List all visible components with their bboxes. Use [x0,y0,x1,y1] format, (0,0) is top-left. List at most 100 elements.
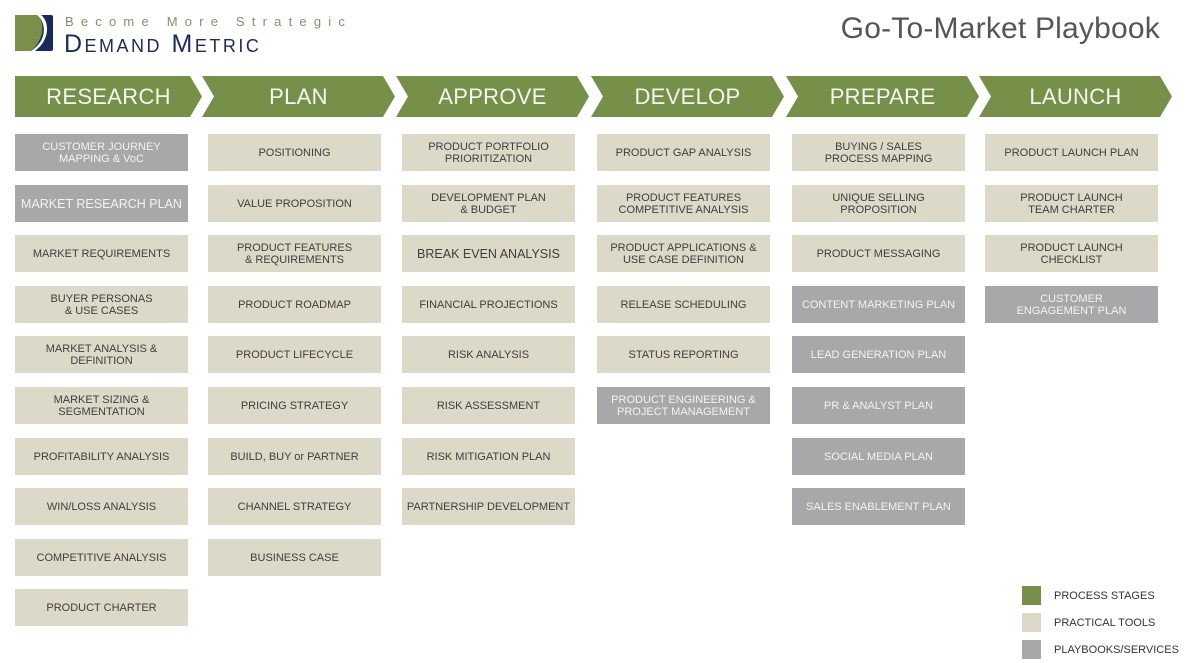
tool-card[interactable]: BREAK EVEN ANALYSIS [402,235,575,272]
legend-item-playbooks-services: PLAYBOOKS/SERVICES [1022,636,1179,663]
tool-card[interactable]: PRODUCT ROADMAP [208,286,381,323]
logo-tagline: Become More Strategic [65,14,353,29]
tool-card[interactable]: PARTNERSHIP DEVELOPMENT [402,488,575,525]
playbook-card[interactable]: PRODUCT ENGINEERING & PROJECT MANAGEMENT [597,387,770,424]
tool-card[interactable]: RISK ANALYSIS [402,336,575,373]
stage-label: APPROVE [438,83,547,109]
card-label: RISK ASSESSMENT [436,399,541,412]
stage-plan[interactable]: PLAN [202,76,395,117]
tool-card[interactable]: BUSINESS CASE [208,539,381,576]
card-label: PROFITABILITY ANALYSIS [33,450,170,463]
card-label: SOCIAL MEDIA PLAN [823,450,934,463]
tool-card[interactable]: BUYING / SALES PROCESS MAPPING [792,134,965,171]
card-label: PRODUCT GAP ANALYSIS [615,146,752,159]
card-label: LEAD GENERATION PLAN [810,348,947,361]
tool-card[interactable]: BUYER PERSONAS & USE CASES [15,286,188,323]
tool-card[interactable]: CHANNEL STRATEGY [208,488,381,525]
tool-card[interactable]: PRODUCT LIFECYCLE [208,336,381,373]
card-label: FINANCIAL PROJECTIONS [419,298,558,311]
card-label: STATUS REPORTING [628,348,739,361]
card-label: MARKET RESEARCH PLAN [21,196,182,211]
tool-card[interactable]: BUILD, BUY or PARTNER [208,438,381,475]
tool-card[interactable]: WIN/LOSS ANALYSIS [15,488,188,525]
card-label: UNIQUE SELLING PROPOSITION [832,191,925,216]
stage-label: PLAN [269,83,328,109]
legend-item-process-stages: PROCESS STAGES [1022,582,1179,609]
tool-card[interactable]: PRODUCT FEATURES COMPETITIVE ANALYSIS [597,185,770,222]
card-label: VALUE PROPOSITION [237,197,352,210]
playbook-card[interactable]: PR & ANALYST PLAN [792,387,965,424]
stage-approve[interactable]: APPROVE [396,76,589,117]
card-label: SALES ENABLEMENT PLAN [806,500,951,513]
stage-prepare[interactable]: PREPARE [786,76,979,117]
tool-card[interactable]: PROFITABILITY ANALYSIS [15,438,188,475]
card-label: PRODUCT MESSAGING [816,247,941,260]
card-label: PR & ANALYST PLAN [823,399,934,412]
legend-item-practical-tools: PRACTICAL TOOLS [1022,609,1179,636]
card-label: POSITIONING [258,146,331,159]
tool-card[interactable]: DEVELOPMENT PLAN & BUDGET [402,185,575,222]
tool-card[interactable]: COMPETITIVE ANALYSIS [15,539,188,576]
card-label: PARTNERSHIP DEVELOPMENT [406,500,571,513]
card-label: PRODUCT FEATURES & REQUIREMENTS [236,241,353,266]
legend-swatch [1022,613,1041,632]
tool-card[interactable]: PRODUCT LAUNCH PLAN [985,134,1158,171]
logo-name: Demand Metric [64,30,262,58]
card-label: CHANNEL STRATEGY [237,500,352,513]
tool-card[interactable]: PRODUCT GAP ANALYSIS [597,134,770,171]
playbook-card[interactable]: LEAD GENERATION PLAN [792,336,965,373]
stage-label: DEVELOP [634,83,741,109]
card-label: RISK MITIGATION PLAN [426,450,551,463]
card-label: CUSTOMER JOURNEY MAPPING & VoC [42,140,161,165]
playbook-card[interactable]: CUSTOMER JOURNEY MAPPING & VoC [15,134,188,171]
tool-card[interactable]: RELEASE SCHEDULING [597,286,770,323]
card-label: PRODUCT APPLICATIONS & USE CASE DEFINITI… [610,241,757,266]
tool-card[interactable]: MARKET ANALYSIS & DEFINITION [15,336,188,373]
card-label: BUYER PERSONAS & USE CASES [50,292,153,317]
tool-card[interactable]: STATUS REPORTING [597,336,770,373]
playbook-card[interactable]: MARKET RESEARCH PLAN [15,185,188,222]
tool-card[interactable]: PRODUCT LAUNCH TEAM CHARTER [985,185,1158,222]
tool-card[interactable]: POSITIONING [208,134,381,171]
tool-card[interactable]: PRODUCT PORTFOLIO PRIORITIZATION [402,134,575,171]
stage-launch[interactable]: LAUNCH [979,76,1172,117]
legend: PROCESS STAGES PRACTICAL TOOLS PLAYBOOKS… [1022,582,1179,663]
tool-card[interactable]: UNIQUE SELLING PROPOSITION [792,185,965,222]
playbook-card[interactable]: SALES ENABLEMENT PLAN [792,488,965,525]
stage-research[interactable]: RESEARCH [15,76,202,117]
card-label: BUILD, BUY or PARTNER [230,450,359,463]
tool-card[interactable]: PRODUCT APPLICATIONS & USE CASE DEFINITI… [597,235,770,272]
playbook-card[interactable]: CONTENT MARKETING PLAN [792,286,965,323]
legend-label: PROCESS STAGES [1054,589,1155,602]
tool-card[interactable]: PRICING STRATEGY [208,387,381,424]
tool-card[interactable]: PRODUCT CHARTER [15,589,188,626]
stage-label: LAUNCH [1029,83,1122,109]
tool-card[interactable]: PRODUCT MESSAGING [792,235,965,272]
tool-card[interactable]: RISK ASSESSMENT [402,387,575,424]
legend-swatch [1022,640,1041,659]
card-label: RISK ANALYSIS [447,348,530,361]
tool-card[interactable]: VALUE PROPOSITION [208,185,381,222]
tool-card[interactable]: MARKET SIZING & SEGMENTATION [15,387,188,424]
card-label: DEVELOPMENT PLAN & BUDGET [431,191,546,216]
playbook-card[interactable]: SOCIAL MEDIA PLAN [792,438,965,475]
demand-metric-logo: Become More Strategic Demand Metric [15,13,360,58]
stage-label: PREPARE [829,83,936,109]
card-label: PRODUCT LAUNCH CHECKLIST [1020,241,1123,266]
tool-card[interactable]: PRODUCT FEATURES & REQUIREMENTS [208,235,381,272]
legend-label: PRACTICAL TOOLS [1054,616,1156,629]
card-label: PRODUCT ROADMAP [238,298,351,311]
tool-card[interactable]: RISK MITIGATION PLAN [402,438,575,475]
playbook-card[interactable]: CUSTOMER ENGAGEMENT PLAN [985,286,1158,323]
tool-card[interactable]: PRODUCT LAUNCH CHECKLIST [985,235,1158,272]
card-label: COMPETITIVE ANALYSIS [36,551,167,564]
stage-develop[interactable]: DEVELOP [591,76,784,117]
card-label: PRODUCT PORTFOLIO PRIORITIZATION [428,140,549,165]
card-label: PRODUCT LAUNCH TEAM CHARTER [1020,191,1123,216]
card-label: CONTENT MARKETING PLAN [801,298,956,311]
tool-card[interactable]: FINANCIAL PROJECTIONS [402,286,575,323]
tool-card[interactable]: MARKET REQUIREMENTS [15,235,188,272]
card-label: MARKET SIZING & SEGMENTATION [53,393,150,418]
card-label: BUYING / SALES PROCESS MAPPING [824,140,933,165]
card-label: BUSINESS CASE [250,551,339,564]
